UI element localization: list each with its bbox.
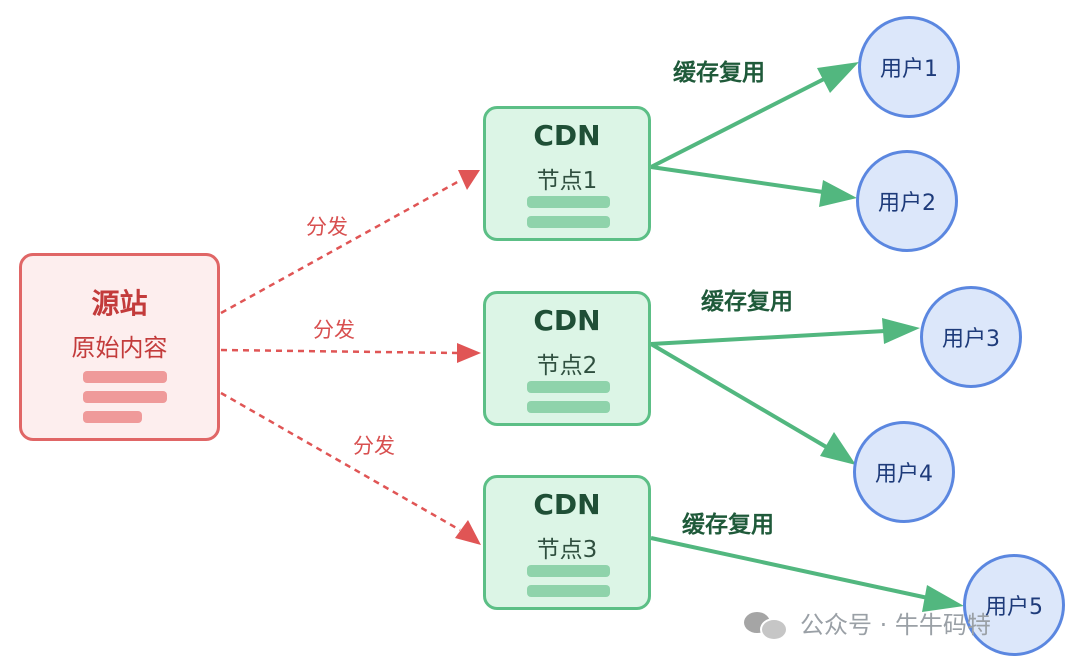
distribute-label-3: 分发 (353, 434, 395, 458)
content-line-3 (83, 411, 142, 423)
cdn-node-3-subtitle: 节点3 (536, 537, 598, 563)
cache-line-2 (527, 401, 610, 413)
user-node-5: 用户5 (963, 554, 1065, 656)
reuse-label-3: 缓存复用 (682, 512, 774, 538)
user-node-2: 用户2 (856, 150, 958, 252)
content-line-2 (83, 391, 167, 403)
cache-line-1 (527, 196, 610, 208)
origin-title: 源站 (91, 287, 148, 320)
cache-line-1 (527, 381, 610, 393)
cdn-node-2: CDN 节点2 (483, 291, 651, 426)
user-node-4: 用户4 (853, 421, 955, 523)
edge-origin-to-cdn1 (220, 178, 462, 315)
cache-line-2 (527, 216, 610, 228)
distribute-label-1: 分发 (306, 215, 348, 239)
watermark: 公众号 · 牛牛码特 (744, 605, 991, 641)
cdn-node-1: CDN 节点1 (483, 106, 651, 241)
content-line-1 (83, 371, 167, 383)
reuse-label-1: 缓存复用 (673, 60, 765, 86)
cache-line-1 (527, 565, 610, 577)
arrowhead-cdn1-to-user2 (819, 180, 857, 207)
edge-origin-to-cdn2 (220, 348, 459, 355)
cache-line-2 (527, 585, 610, 597)
cdn-node-3-title: CDN (533, 488, 601, 521)
origin-subtitle: 原始内容 (71, 334, 168, 362)
edge-origin-to-cdn3 (220, 391, 461, 532)
distribute-label-2: 分发 (313, 318, 355, 342)
origin-server-node: 源站 原始内容 (19, 253, 220, 441)
watermark-text: 公众号 · 牛牛码特 (800, 611, 991, 639)
arrowhead-cdn1-to-user1 (817, 62, 859, 93)
cdn-node-3: CDN 节点3 (483, 475, 651, 610)
arrowhead-cdn2-to-user3 (882, 318, 920, 344)
cdn-node-2-title: CDN (533, 304, 601, 337)
cdn-node-1-title: CDN (533, 119, 601, 152)
user-node-1: 用户1 (858, 16, 960, 118)
user-node-3: 用户3 (920, 286, 1022, 388)
edge-cdn2-to-user3 (650, 329, 886, 346)
arrowhead-cdn2-to-user4 (820, 432, 856, 465)
wechat-icon (744, 608, 788, 641)
arrowhead-cdn3-to-user5 (922, 585, 964, 612)
edge-cdn1-to-user1 (650, 76, 827, 169)
reuse-label-2: 缓存复用 (701, 289, 793, 315)
edge-cdn2-to-user4 (649, 342, 830, 450)
arrowhead-origin-to-cdn2 (457, 343, 481, 363)
edge-cdn1-to-user2 (650, 165, 824, 194)
arrowhead-origin-to-cdn3 (455, 520, 481, 545)
arrowhead-origin-to-cdn1 (458, 170, 480, 190)
cdn-node-1-subtitle: 节点1 (536, 168, 598, 194)
edge-cdn3-to-user5 (650, 536, 929, 600)
cdn-node-2-subtitle: 节点2 (536, 353, 598, 379)
